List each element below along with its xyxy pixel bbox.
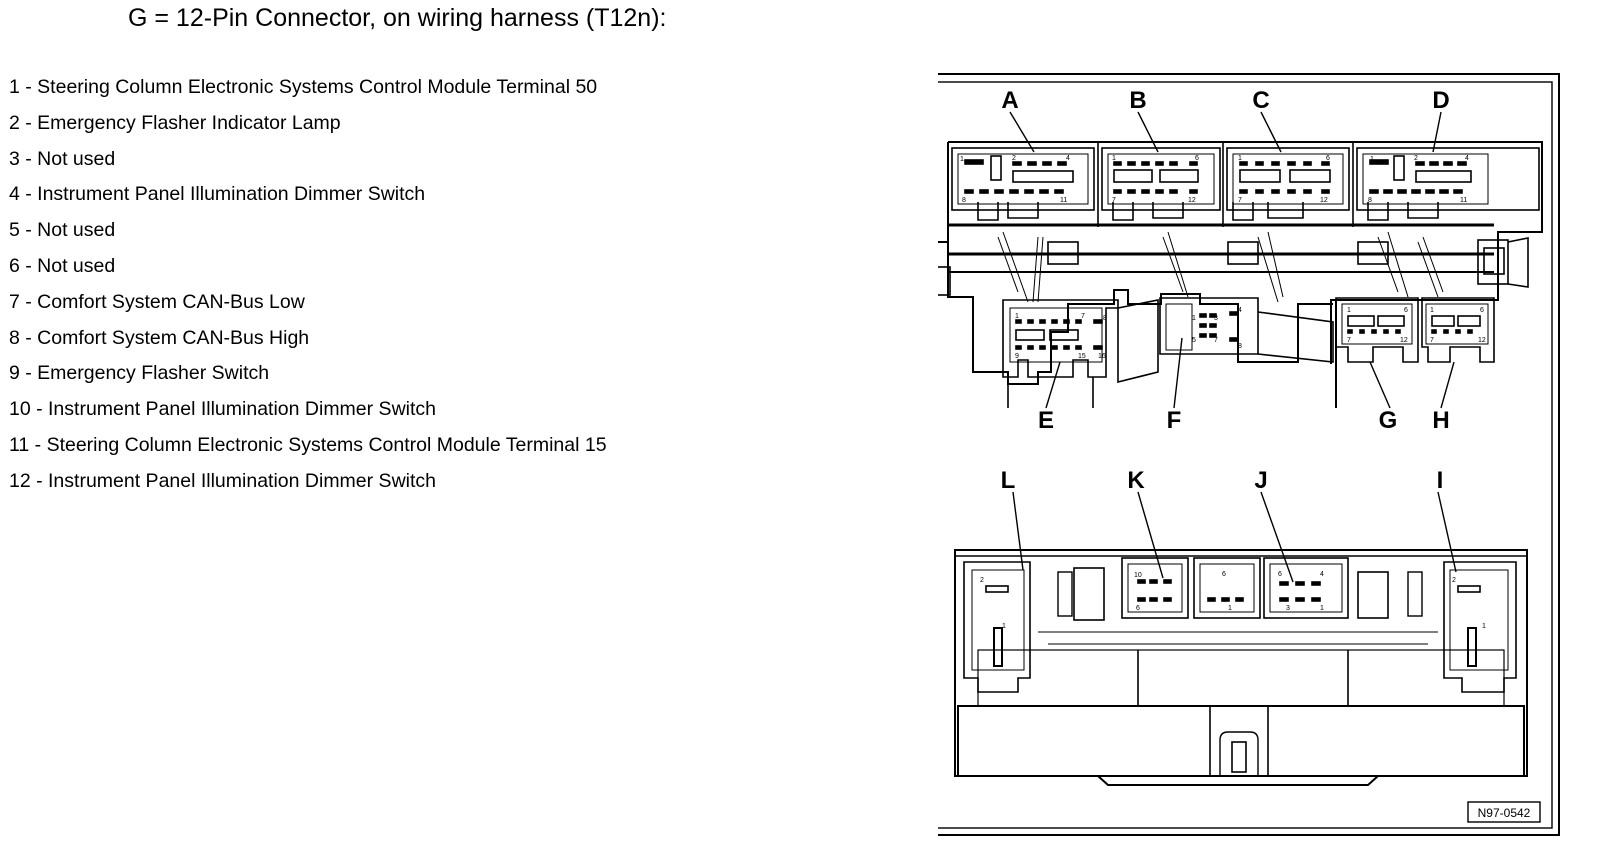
pin-item: 1 - Steering Column Electronic Systems C…: [9, 76, 598, 98]
connector-h: [1421, 297, 1495, 363]
pin-number: 1: [1015, 313, 1019, 320]
pin-number: 2: [1012, 155, 1016, 162]
pin-number: 8: [1368, 197, 1372, 204]
pin-number: 5: [1192, 337, 1196, 344]
pin-item: 3 - Not used: [9, 147, 116, 170]
pin-item: 2 - Emergency Flasher Indicator Lamp: [9, 111, 341, 134]
inner-frame: [938, 81, 1553, 829]
pin-number: 16: [1098, 353, 1106, 360]
letter-labels: A B C D E F G H L K J I: [1001, 87, 1450, 494]
pin-number: 1: [1347, 307, 1351, 314]
pin-number: 3: [1286, 605, 1290, 612]
connector-diagram: A B C D E F G H L K J I 1 2 4 8 11 1 6 7…: [938, 72, 1600, 866]
pin-number: 1: [1238, 155, 1242, 162]
pin-number: 11: [1060, 197, 1067, 204]
pin-number: 2: [1414, 155, 1418, 162]
pin-number: 8: [1238, 343, 1242, 350]
pin-number: 6: [1222, 571, 1226, 578]
pin-number: 1: [1002, 623, 1006, 630]
pin-number: 4: [1320, 571, 1324, 578]
diagram-svg: A B C D E F G H L K J I 1 2 4 8 11 1 6 7…: [938, 73, 1560, 836]
pin-item: 8 - Comfort System CAN-Bus High: [9, 326, 310, 349]
label-g: G: [1379, 407, 1398, 434]
pin-list: 1 - Steering Column Electronic Systems C…: [9, 70, 607, 500]
pin-number: 12: [1188, 197, 1196, 204]
pin-number: 6: [1480, 307, 1484, 314]
connector-a: [951, 147, 1095, 211]
label-l: L: [1001, 467, 1016, 494]
pin-number: 1: [960, 156, 964, 163]
bottom-connector-block: [954, 549, 1528, 786]
pin-number: 1: [1370, 156, 1374, 163]
pin-number: 10: [1134, 572, 1142, 579]
label-d: D: [1432, 87, 1449, 114]
pin-number: 7: [1112, 197, 1116, 204]
pin-item: 12 - Instrument Panel Illumination Dimme…: [9, 469, 436, 492]
label-b: B: [1129, 87, 1146, 114]
pin-number: 7: [1214, 337, 1218, 344]
pin-number: 1: [1228, 605, 1232, 612]
pin-number: 4: [1238, 307, 1242, 314]
pin-number: 3: [1214, 315, 1218, 322]
pin-number: 4: [1465, 155, 1469, 162]
pin-number: 12: [1478, 337, 1486, 344]
pin-number: 4: [1066, 155, 1070, 162]
pin-item: 7 - Comfort System CAN-Bus Low: [9, 290, 305, 313]
pin-number: 8: [1103, 315, 1107, 322]
pin-number: 1: [1320, 605, 1324, 612]
connector-g: [1335, 297, 1419, 363]
pin-number: 6: [1136, 605, 1140, 612]
connector-c: [1226, 147, 1350, 211]
connector-b: [1101, 147, 1221, 211]
label-k: K: [1127, 467, 1145, 494]
reference-box: [1467, 801, 1541, 823]
label-i: I: [1437, 467, 1444, 494]
top-connector-block: [938, 141, 1543, 408]
label-e: E: [1038, 407, 1054, 434]
pin-number: 6: [1195, 155, 1199, 162]
connector-f: [1117, 297, 1334, 384]
pin-number: 1: [1482, 623, 1486, 630]
pin-number: 7: [1430, 337, 1434, 344]
pin-number: 6: [1278, 571, 1282, 578]
pin-number: 2: [1452, 577, 1456, 584]
pin-number: 12: [1320, 197, 1328, 204]
pin-item: 9 - Emergency Flasher Switch: [9, 362, 270, 385]
pin-item: 4 - Instrument Panel Illumination Dimmer…: [9, 183, 426, 206]
pin-item: 10 - Instrument Panel Illumination Dimme…: [9, 398, 436, 421]
pin-item: 6 - Not used: [9, 254, 116, 277]
page-title: G = 12-Pin Connector, on wiring harness …: [128, 4, 667, 32]
pin-number: 2: [980, 577, 984, 584]
pin-number-labels: 1 2 4 8 11 1 6 7 12 1 6 7 12 1 2 4 8 11 …: [960, 155, 1486, 630]
label-c: C: [1252, 87, 1269, 114]
reference-code: N97-0542: [1478, 806, 1531, 820]
pin-number: 1: [1430, 307, 1434, 314]
pin-number: 12: [1400, 337, 1408, 344]
pin-number: 1: [1112, 155, 1116, 162]
pin-number: 7: [1081, 313, 1085, 320]
label-h: H: [1432, 407, 1449, 434]
pin-number: 15: [1078, 353, 1086, 360]
connector-e: [1002, 299, 1119, 378]
connector-d: [1356, 147, 1540, 211]
pin-number: 1: [1192, 315, 1196, 322]
pin-number: 7: [1238, 197, 1242, 204]
pin-number: 11: [1460, 197, 1467, 204]
pin-item: 5 - Not used: [9, 219, 116, 242]
label-f: F: [1167, 407, 1182, 434]
pin-number: 6: [1326, 155, 1330, 162]
pin-item: 11 - Steering Column Electronic Systems …: [9, 433, 607, 456]
pin-number: 7: [1347, 337, 1351, 344]
label-leaders: [1009, 111, 1457, 583]
pin-number: 6: [1404, 307, 1408, 314]
label-j: J: [1254, 467, 1267, 494]
outer-frame: [938, 73, 1560, 836]
pin-number: 8: [962, 197, 966, 204]
label-a: A: [1001, 87, 1018, 114]
pin-number: 9: [1015, 353, 1019, 360]
